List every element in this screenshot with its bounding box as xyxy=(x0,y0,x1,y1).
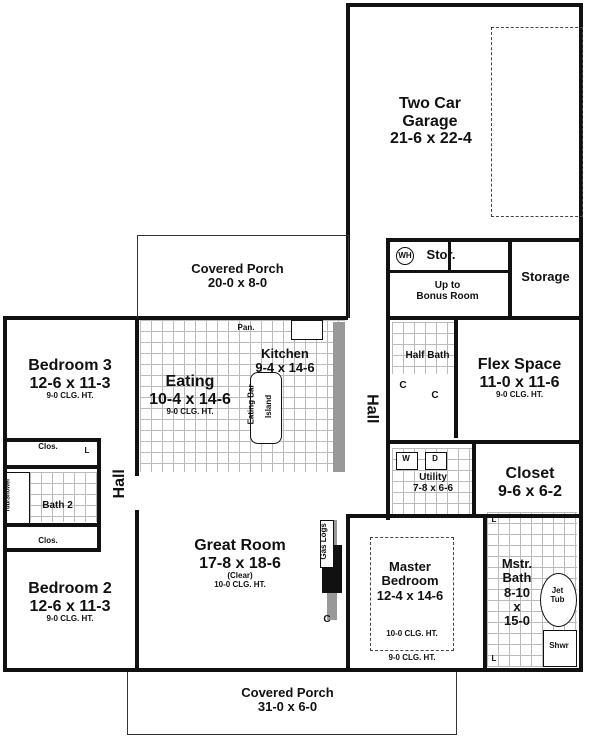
linen-label: L xyxy=(84,446,90,455)
wall xyxy=(3,548,101,552)
island-label: Island xyxy=(264,394,274,418)
kitchen-counter xyxy=(333,322,345,472)
bath2-label: Bath 2 xyxy=(42,500,73,511)
dryer-label: D xyxy=(432,454,438,463)
wall xyxy=(135,316,139,476)
shower xyxy=(543,630,577,667)
eating-kitchen-floor xyxy=(140,320,345,472)
half-bath-floor xyxy=(392,322,454,374)
wall xyxy=(3,438,101,442)
master-clg-label: 9-0 CLG. HT. xyxy=(388,653,436,662)
washer-label: W xyxy=(402,454,410,463)
hall-right-label: Hall xyxy=(363,394,381,424)
shower-label: Shwr xyxy=(549,641,569,650)
wall xyxy=(346,3,583,7)
storage-label: Storage xyxy=(521,269,570,284)
washer xyxy=(396,452,418,470)
water-heater-label: WH xyxy=(398,251,412,260)
gas-logs-label: Gas Logs xyxy=(318,523,328,560)
gas-logs-box xyxy=(320,520,334,568)
wall xyxy=(508,238,512,318)
wall xyxy=(390,440,583,444)
wall xyxy=(346,514,583,518)
closet-c-label: C xyxy=(399,380,407,391)
wall xyxy=(3,316,348,320)
tray-ceiling-outline xyxy=(370,537,454,651)
linen-label: L xyxy=(491,654,497,663)
water-heater-icon: WH xyxy=(396,247,414,265)
wall xyxy=(386,238,583,242)
half-bath-label: Half Bath xyxy=(405,350,450,361)
wall xyxy=(483,514,487,671)
wall xyxy=(3,668,583,672)
wall xyxy=(3,316,7,671)
wall xyxy=(386,238,390,520)
pantry-label: Pan. xyxy=(237,323,255,332)
wall xyxy=(390,316,583,320)
covered-porch-bottom-outline xyxy=(127,672,457,735)
wall xyxy=(3,523,101,527)
linen-label: L xyxy=(491,515,497,524)
wall xyxy=(3,465,101,469)
tub-shower-label: Tub/Shower xyxy=(5,478,12,513)
eating-bar-label: Eating Bar xyxy=(246,384,256,425)
jet-tub xyxy=(540,573,577,627)
wall xyxy=(135,510,139,670)
stor-label: Stor. xyxy=(426,247,456,262)
kitchen-sink-icon xyxy=(291,320,323,340)
closet-label: Clos. xyxy=(38,442,58,451)
closet-label: Clos. xyxy=(38,536,58,545)
dryer xyxy=(425,452,447,470)
covered-porch-top-outline xyxy=(137,235,349,318)
wall xyxy=(97,438,101,552)
wall xyxy=(346,514,350,671)
wall xyxy=(454,318,458,438)
kitchen-island xyxy=(250,372,282,444)
closet-c-label: C xyxy=(323,614,331,625)
tub-shower xyxy=(6,472,30,524)
wall xyxy=(579,3,583,671)
wall xyxy=(472,440,476,515)
tray-clg-label: 10-0 CLG. HT. xyxy=(386,629,438,638)
wall xyxy=(448,240,451,272)
garage-parking-area xyxy=(491,27,583,217)
closet-c-label: C xyxy=(431,390,439,401)
hall-left-label: Hall xyxy=(110,469,128,499)
wall xyxy=(346,3,350,318)
